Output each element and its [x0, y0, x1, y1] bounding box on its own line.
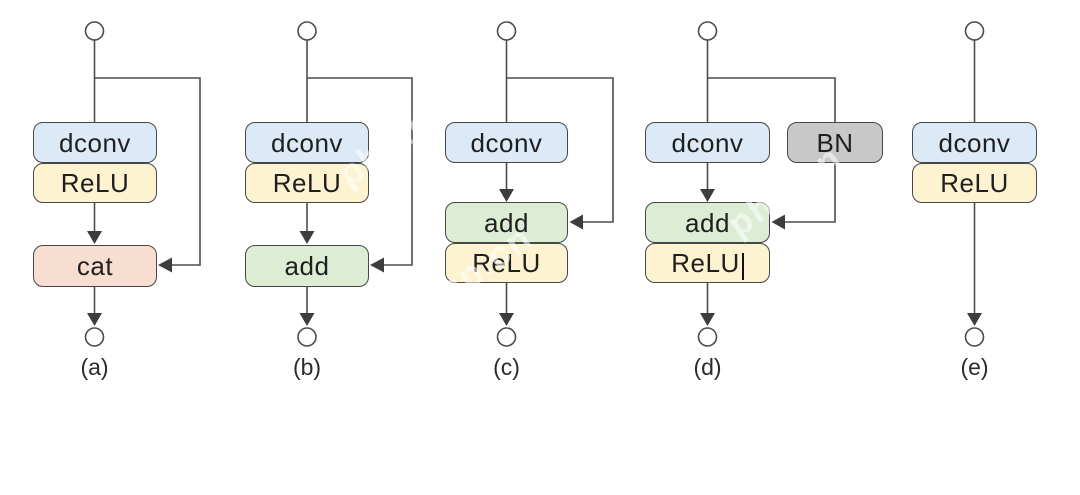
diagram-caption-d: (d) [693, 354, 722, 380]
skip-arrowhead-icon [771, 214, 785, 230]
diagram-c-wires [496, 21, 614, 347]
output-terminal-circle [697, 327, 718, 347]
down-arrowhead-icon [299, 313, 315, 326]
down-arrowhead-icon [499, 313, 514, 326]
node-bn: BN [787, 122, 883, 163]
diagram-caption-b: (b) [292, 354, 322, 380]
node-dconv: dconv [245, 122, 369, 163]
node-add: add [645, 202, 770, 243]
diagram-caption-e: (e) [960, 354, 989, 380]
residual-block-variants-figure: dconv ReLU cat (a) dconv ReLU add (b) dc… [33, 21, 1037, 380]
input-terminal-circle [496, 21, 517, 41]
output-terminal-circle [496, 327, 517, 347]
output-terminal-circle [84, 327, 105, 347]
diagram-caption-c: (c) [493, 354, 520, 380]
skip-arrowhead-icon [158, 257, 172, 273]
node-dconv: dconv [445, 122, 568, 163]
node-add: add [245, 245, 369, 287]
input-terminal-circle [697, 21, 718, 41]
diagram-d-wires [697, 21, 836, 347]
node-dconv: dconv [33, 122, 157, 163]
node-relu: ReLU [445, 243, 568, 283]
node-relu: ReLU [645, 243, 770, 283]
node-relu: ReLU [33, 163, 157, 203]
node-relu-label: ReLU [671, 248, 740, 278]
input-terminal-circle [297, 21, 317, 41]
skip-arrowhead-icon [569, 214, 583, 230]
node-add: add [445, 202, 568, 243]
down-arrowhead-icon [967, 313, 982, 326]
down-arrowhead-icon [700, 313, 715, 326]
node-dconv: dconv [645, 122, 770, 163]
node-relu: ReLU [245, 163, 369, 203]
down-arrowhead-icon [700, 189, 715, 202]
down-arrowhead-icon [499, 189, 514, 202]
node-relu: ReLU [912, 163, 1037, 203]
input-terminal-circle [964, 21, 985, 41]
diagram-e-wires [964, 21, 985, 347]
text-cursor [741, 252, 744, 280]
diagram-caption-a: (a) [80, 354, 109, 380]
diagram-b-wires [297, 21, 413, 347]
down-arrowhead-icon [87, 313, 102, 326]
down-arrowhead-icon [299, 231, 315, 244]
down-arrowhead-icon [87, 231, 102, 244]
connector-lines-layer [84, 21, 985, 347]
node-cat: cat [33, 245, 157, 287]
input-terminal-circle [84, 21, 105, 41]
node-dconv: dconv [912, 122, 1037, 163]
output-terminal-circle [964, 327, 985, 347]
diagram-a-wires [84, 21, 201, 347]
output-terminal-circle [297, 327, 317, 347]
skip-arrowhead-icon [370, 257, 384, 273]
